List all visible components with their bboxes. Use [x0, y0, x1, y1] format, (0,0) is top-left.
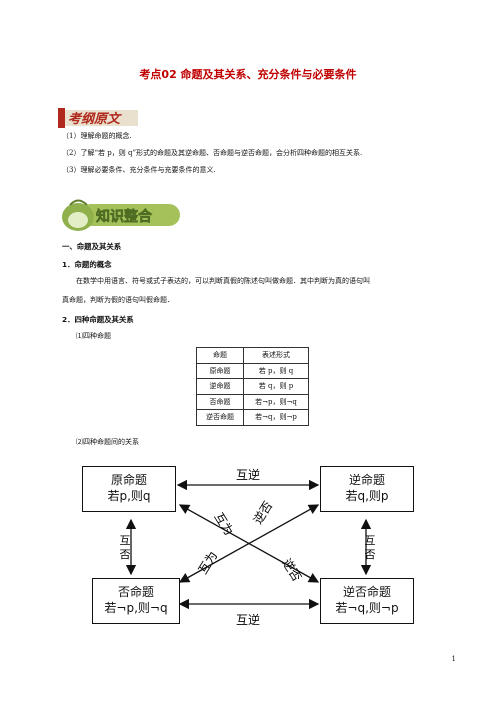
- svg-text:知识整合: 知识整合: [96, 208, 153, 225]
- table-row: 逆否命题 若¬q，则¬p: [196, 409, 309, 426]
- diag-label-2: 逆否: [250, 498, 275, 526]
- outline-item-2: （2）了解“若 p，则 q”形式的命题及其逆命题、否命题与逆否命题，会分析四种命…: [62, 149, 363, 157]
- knowledge-badge: 知识整合: [60, 196, 182, 234]
- diag-label-3: 互为: [196, 549, 221, 577]
- item-relations: ⑵四种命题间的关系: [76, 438, 139, 446]
- box-inverse: 否命题 若¬p,则¬q: [92, 578, 180, 624]
- page-number: 1: [451, 655, 456, 663]
- page-title: 考点02 命题及其关系、充分条件与必要条件: [139, 68, 357, 81]
- subheading-2: 2．四种命题及其关系: [62, 315, 134, 324]
- right-relation-label-2: 否: [365, 548, 376, 561]
- diag-label-4: 逆否: [279, 556, 304, 584]
- left-relation-label-1: 互: [120, 534, 131, 547]
- outline-item-1: （1）理解命题的概念.: [62, 132, 132, 140]
- box-converse-form: 若q,则p: [345, 489, 389, 503]
- table-row: 否命题 若¬p，则¬q: [196, 393, 309, 410]
- box-contrapositive-name: 逆否命题: [342, 585, 391, 599]
- box-inverse-name: 否命题: [117, 585, 154, 599]
- paragraph-line-1: 在数学中用语言、符号或式子表达的，可以判断真假的陈述句叫做命题．其中判断为真的语…: [76, 277, 370, 285]
- top-relation-label: 互逆: [236, 467, 260, 482]
- left-relation-label-2: 否: [120, 548, 131, 561]
- box-inverse-form: 若¬p,则¬q: [104, 601, 168, 615]
- box-converse-name: 逆命题: [348, 473, 385, 487]
- box-contrapositive-form: 若¬q,则¬p: [335, 601, 399, 615]
- table-row: 逆命题 若 q，则 p: [196, 378, 309, 395]
- right-relation-label-1: 互: [365, 534, 376, 547]
- box-converse: 逆命题 若q,则p: [320, 466, 414, 512]
- table-cell: 若¬q，则¬p: [243, 409, 309, 426]
- item-four-propositions: ⑴四种命题: [76, 332, 111, 340]
- four-propositions-table: 命题 表述形式 原命题 若 p，则 q 逆命题 若 q，则 p 否命题 若¬p，…: [196, 347, 309, 426]
- box-original-form: 若p,则q: [107, 489, 151, 503]
- box-contrapositive: 逆否命题 若¬q,则¬p: [320, 578, 414, 624]
- box-original: 原命题 若p,则q: [82, 466, 176, 512]
- outline-badge: 考纲原文: [58, 106, 138, 128]
- outline-item-3: （3）理解必要条件、充分条件与充要条件的意义.: [62, 166, 216, 174]
- diagonal-arrow-2: [178, 504, 320, 583]
- bottom-relation-label: 互逆: [236, 612, 260, 627]
- table-row: 原命题 若 p，则 q: [196, 362, 309, 379]
- section-heading: 一、命题及其关系: [62, 242, 122, 251]
- box-original-name: 原命题: [110, 473, 147, 487]
- subheading-1: 1．命题的概念: [62, 260, 112, 269]
- svg-text:考纲原文: 考纲原文: [68, 111, 122, 127]
- paragraph-line-2: 真命题，判断为假的语句叫假命题．: [62, 296, 174, 304]
